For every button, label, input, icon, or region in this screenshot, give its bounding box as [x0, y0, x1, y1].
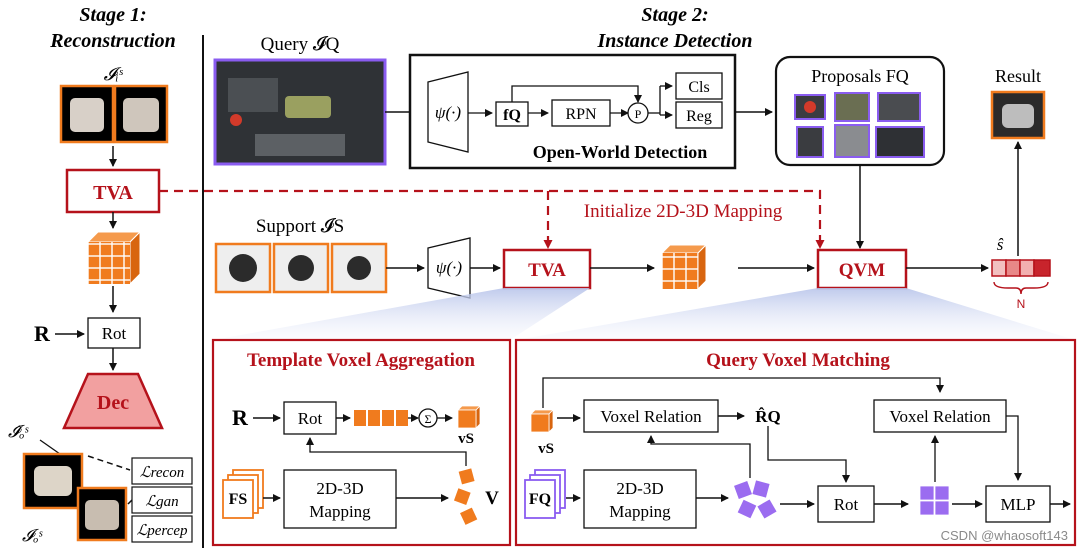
stage1-voxel-cube [86, 230, 142, 286]
voxel-relation-2-box [873, 399, 1007, 433]
qvm-mapping-line1: 2D-3D [616, 479, 663, 498]
stage2-title-line2: Instance Detection [597, 30, 753, 52]
r-hat-q-label: R̂Q [755, 407, 781, 426]
stage2-tva-box [502, 248, 592, 290]
stage1-decoder [62, 372, 164, 430]
qvm-panel-voxel-cube [530, 409, 554, 433]
tva-panel-rot-box [283, 401, 337, 435]
proposals-label: Proposals FQ [811, 66, 909, 86]
stage1-rot-label: Rot [102, 324, 127, 343]
tva-panel-rot-label: Rot [298, 409, 323, 428]
fq-label: fQ [503, 107, 521, 124]
stage1-title-line2: Reconstruction [49, 30, 176, 52]
cls-box [675, 72, 723, 100]
stage1-tva-label: TVA [93, 182, 133, 204]
mlp-box [985, 485, 1051, 523]
qvm-rot-box [817, 485, 875, 523]
init-mapping-label: Initialize 2D-3D Mapping [584, 201, 783, 222]
stage1-r-label: R [34, 321, 51, 346]
cls-label: Cls [688, 79, 709, 96]
stage1-dec-label: Dec [97, 392, 129, 414]
loss-percep-box [131, 515, 193, 543]
mlp-label: MLP [1001, 495, 1036, 514]
qvm-panel-fq-label: FQ [529, 491, 551, 508]
proposal-thumbnails [794, 92, 925, 158]
tva-rotated-voxels [354, 410, 408, 426]
result-label: Result [995, 66, 1041, 86]
tva-fs-stack [222, 469, 264, 519]
loss-recon-label: ℒrecon [140, 465, 184, 481]
tva-voxel-set [453, 468, 478, 525]
qvm-panel-title: Query Voxel Matching [706, 350, 890, 371]
tva-panel: Template Voxel Aggregation R Rot Σ vS FS [211, 338, 512, 547]
support-psi-label: ψ(·) [436, 258, 462, 277]
init-mapping-line [159, 189, 825, 249]
tva-panel-v-label: V [485, 488, 499, 509]
loss-recon-box [131, 457, 193, 485]
voxel-relation-1-label: Voxel Relation [600, 407, 702, 426]
tva-sum-label: Σ [425, 412, 432, 426]
qvm-panel: Query Voxel Matching vS Voxel Relation R… [514, 338, 1077, 547]
tva-mapping-box [283, 469, 397, 529]
n-label: N [1017, 297, 1026, 311]
stage1-column: Stage 1: Reconstruction 𝓘ᵢˢ TVA R Rot De… [8, 4, 193, 545]
score-label: ŝ [997, 235, 1004, 254]
query-label: Query 𝓘Q [261, 34, 340, 55]
tva-panel-fs-label: FS [229, 491, 248, 508]
qvm-query-voxel-set [734, 480, 777, 519]
reg-box [675, 101, 723, 129]
support-images [214, 242, 388, 294]
stage1-input-label: 𝓘ᵢˢ [104, 64, 124, 84]
loss-gan-label: ℒgan [145, 494, 178, 510]
tva-panel-title: Template Voxel Aggregation [247, 350, 475, 371]
qvm-mapping-line2: Mapping [609, 502, 671, 521]
qvm-fq-stack [524, 469, 566, 519]
tva-expansion-fan [213, 288, 590, 340]
stage1-output-images [22, 452, 128, 542]
stage1-output-label-bottom: 𝓘ₒˢ [22, 526, 43, 545]
rpn-label: RPN [565, 106, 597, 123]
tva-panel-vs-label: vS [458, 431, 474, 447]
support-label: Support 𝓘S [256, 216, 344, 237]
reg-label: Reg [686, 108, 712, 125]
stage2-area: Stage 2: Instance Detection Query 𝓘Q ψ(·… [159, 4, 1075, 340]
stage1-title-line1: Stage 1: [79, 4, 146, 26]
stage2-tva-label: TVA [528, 260, 566, 281]
tva-mapping-line1: 2D-3D [316, 479, 363, 498]
qvm-aligned-voxel-set [919, 485, 950, 516]
open-world-detection-label: Open-World Detection [533, 142, 707, 162]
qvm-label: QVM [839, 260, 886, 281]
score-vector [991, 259, 1051, 277]
loss-percep-label: ℒpercep [136, 523, 188, 539]
tva-panel-voxel-cube [457, 405, 481, 429]
qvm-mapping-box [583, 469, 697, 529]
qvm-expansion-fan [516, 288, 1075, 340]
query-psi-label: ψ(·) [435, 103, 461, 122]
tva-panel-r-label: R [232, 405, 249, 430]
qvm-rot-label: Rot [834, 495, 859, 514]
stage2-title-line1: Stage 2: [641, 4, 708, 26]
stage1-input-images [59, 84, 169, 144]
tva-mapping-line2: Mapping [309, 502, 371, 521]
stage1-rot-box [87, 317, 141, 349]
watermark: CSDN @whaosoft143 [941, 528, 1068, 543]
voxel-relation-2-label: Voxel Relation [889, 407, 991, 426]
query-backbone [427, 71, 469, 153]
stage1-output-label-top: 𝓘̂ₒˢ [8, 422, 29, 441]
loss-gan-box [131, 486, 193, 514]
stage2-voxel-cube [660, 243, 708, 291]
pooling-label: P [635, 107, 642, 121]
qvm-panel-vs-label: vS [538, 441, 554, 457]
